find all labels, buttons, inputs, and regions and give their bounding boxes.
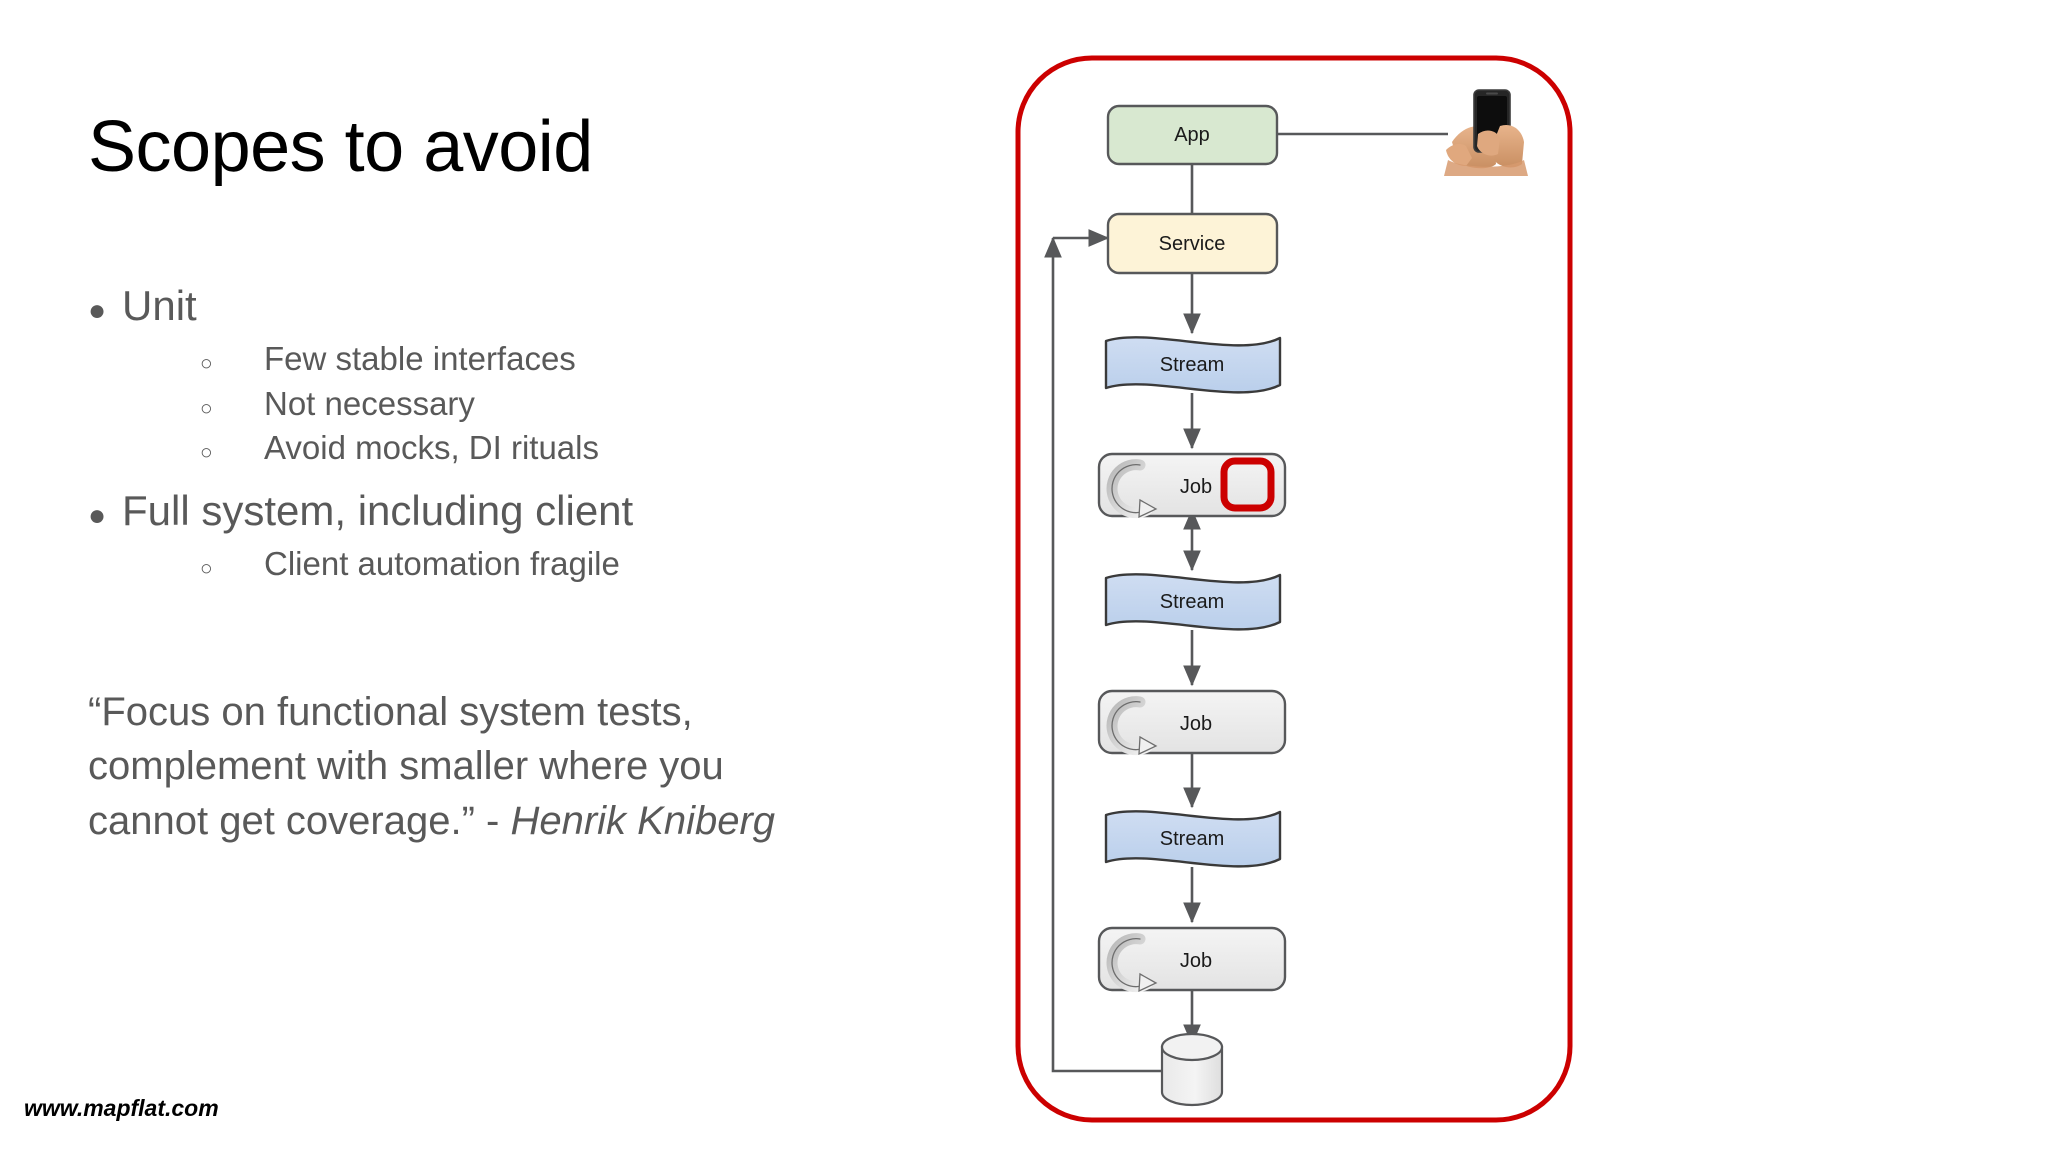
bullet-marker: ● xyxy=(88,498,107,532)
quote-text: “Focus on functional system tests, compl… xyxy=(88,690,724,843)
diagram-node-service-label: Service xyxy=(1159,233,1226,255)
diagram-node-app[interactable]: App xyxy=(1106,104,1279,166)
page-title: Scopes to avoid xyxy=(88,107,593,187)
bullet-label: Client automation fragile xyxy=(264,545,620,583)
diagram-node-job-2[interactable]: Job xyxy=(1097,689,1287,756)
bullet-label: Few stable interfaces xyxy=(264,340,576,378)
diagram-node-database[interactable] xyxy=(1160,1032,1224,1107)
job-highlight-marker xyxy=(1220,457,1275,512)
diagram-node-job-2-label: Job xyxy=(1180,713,1212,735)
bullet-label: Avoid mocks, DI rituals xyxy=(264,429,599,467)
bullet-marker: ○ xyxy=(200,441,213,465)
list-item: ● Unit xyxy=(88,280,908,331)
bullet-marker: ○ xyxy=(200,396,213,420)
phone-in-hands-icon xyxy=(1444,89,1528,176)
diagram-node-job-3[interactable]: Job xyxy=(1097,926,1287,993)
diagram-node-job-1[interactable]: Job xyxy=(1097,452,1287,519)
bullet-label: Unit xyxy=(122,282,197,329)
diagram-node-job-1-label: Job xyxy=(1180,476,1212,498)
quote-attribution: Henrik Kniberg xyxy=(510,798,776,843)
list-item: ○ Few stable interfaces xyxy=(200,337,908,381)
edge-database-to-service-feedback xyxy=(1044,236,1162,1073)
diagram-node-app-label: App xyxy=(1174,124,1210,146)
refresh-icon xyxy=(1106,696,1158,756)
list-item: ● Full system, including client xyxy=(88,485,908,536)
bullet-list: ● Unit ○ Few stable interfaces ○ Not nec… xyxy=(88,280,908,587)
diagram-node-stream-2-label: Stream xyxy=(1160,591,1224,613)
bullet-label: Full system, including client xyxy=(122,486,634,534)
diagram-node-stream-1-label: Stream xyxy=(1160,354,1224,376)
bullet-marker: ○ xyxy=(200,352,213,376)
diagram-edges xyxy=(1044,132,1448,1073)
system-architecture-diagram: App Service Stream Job Stream xyxy=(1000,30,1600,1140)
footer-url: www.mapflat.com xyxy=(24,1095,219,1121)
list-item: ○ Not necessary xyxy=(200,382,908,426)
diagram-node-stream-3[interactable]: Stream xyxy=(1104,810,1282,868)
list-item: ○ Avoid mocks, DI rituals xyxy=(200,426,908,470)
bullet-marker: ○ xyxy=(200,557,213,581)
quote-block: “Focus on functional system tests, compl… xyxy=(88,685,828,848)
list-item: ○ Client automation fragile xyxy=(200,542,908,586)
diagram-node-stream-1[interactable]: Stream xyxy=(1104,336,1282,394)
bullet-marker: ● xyxy=(88,294,107,327)
diagram-node-stream-3-label: Stream xyxy=(1160,828,1224,850)
diagram-node-stream-2[interactable]: Stream xyxy=(1104,573,1282,631)
diagram-node-job-3-label: Job xyxy=(1180,950,1212,972)
bullet-label: Not necessary xyxy=(264,384,475,422)
list-spacer xyxy=(88,471,908,485)
scope-boundary xyxy=(1015,55,1573,1123)
refresh-icon xyxy=(1106,933,1158,993)
diagram-node-service[interactable]: Service xyxy=(1106,212,1279,275)
refresh-icon xyxy=(1106,459,1158,519)
